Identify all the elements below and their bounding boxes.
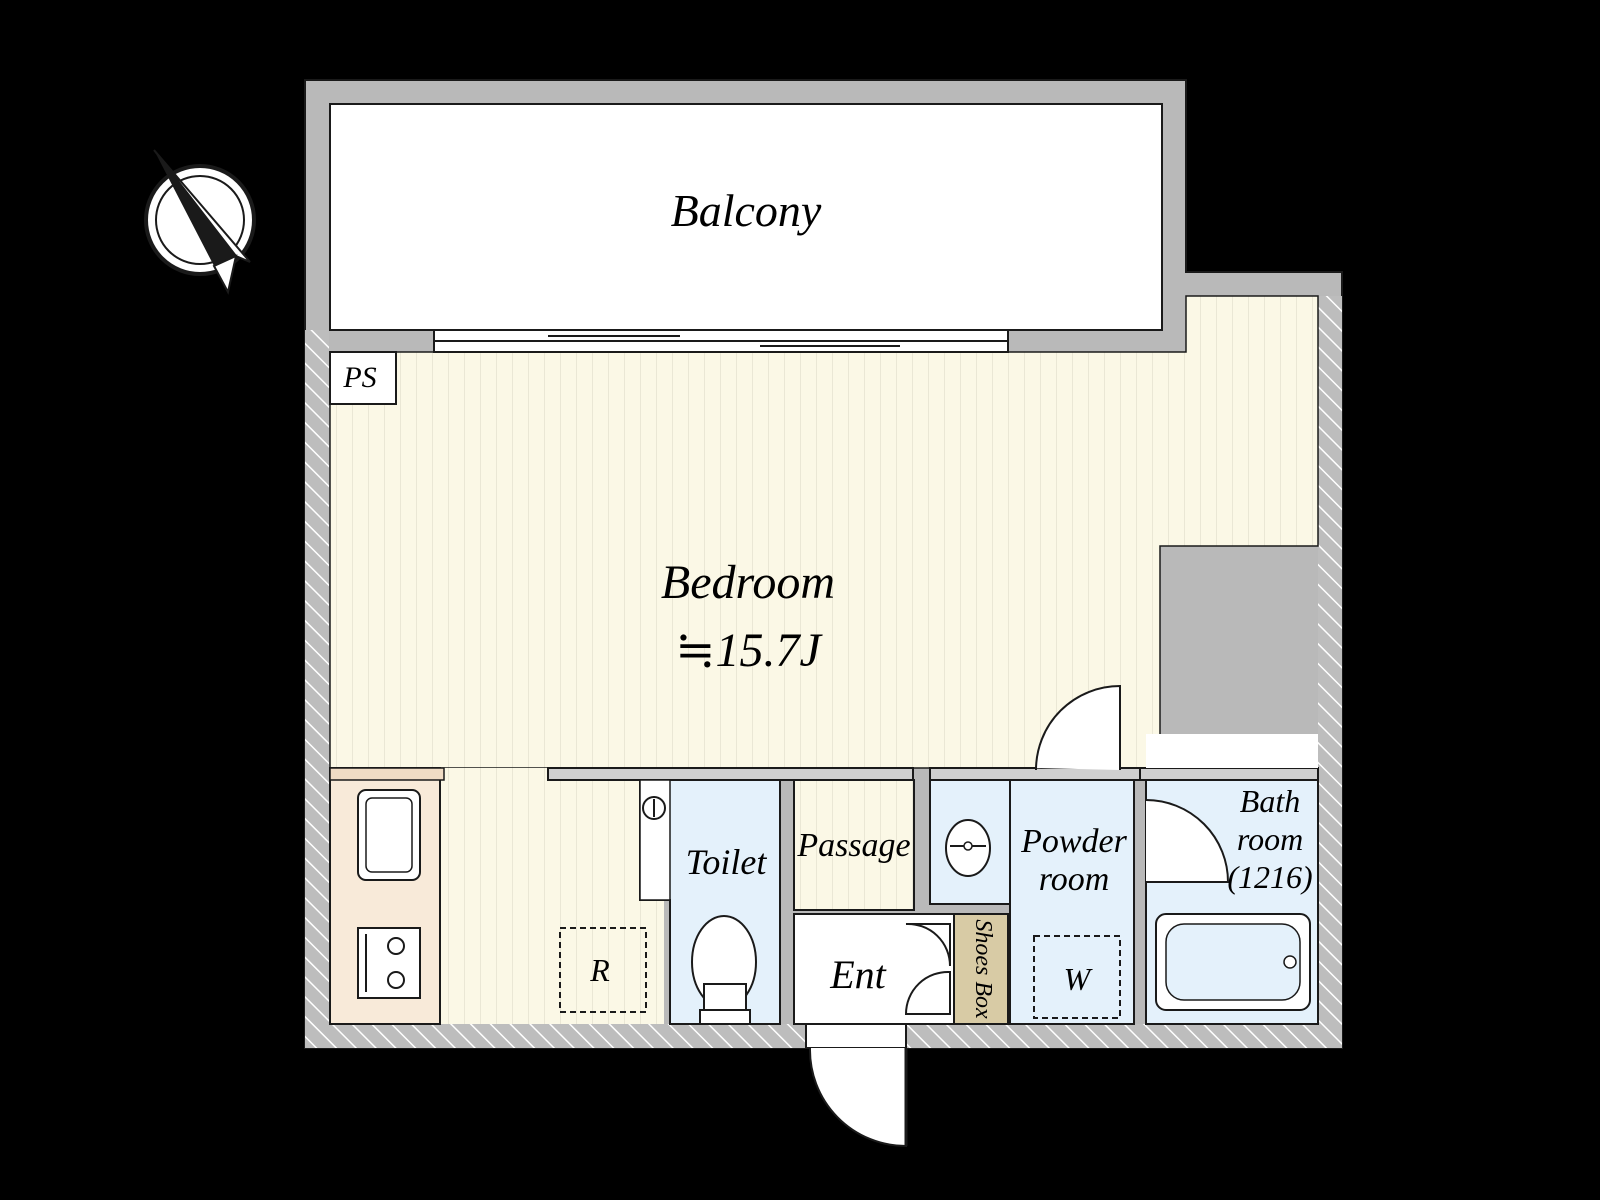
compass: N (117, 112, 256, 295)
north-label: N (117, 112, 156, 152)
washer-space (1033, 935, 1121, 1019)
shoes-box-label: Shoes Box (970, 919, 996, 1019)
bath-label-line2: room (1237, 821, 1303, 857)
entrance-door-icon (805, 1023, 908, 1148)
ps-label: PS (342, 361, 376, 394)
entrance-label: Ent (829, 952, 886, 997)
pipe-space: PS (329, 351, 397, 405)
wash-basin-icon (945, 819, 991, 877)
kitchen-counter (329, 767, 445, 1025)
bedroom-size: ≒15.7J (675, 624, 823, 677)
shoes-box: Shoes Box (953, 913, 1009, 1025)
toilet-room: Toilet (639, 779, 781, 1025)
powder-room-label-line1: Powder (1020, 823, 1128, 860)
interior-partition (547, 767, 1319, 781)
washer-label: W (1064, 961, 1094, 997)
bath-room: Bath room (1216) (1145, 734, 1319, 1025)
north-arrow-icon (153, 149, 251, 295)
powder-room-label-line2: room (1039, 861, 1110, 898)
balcony-area: Balcony (329, 103, 1163, 331)
bedroom-label: Bedroom (661, 556, 835, 609)
stove-icon (357, 927, 421, 999)
sink-icon (357, 789, 421, 881)
powder-room: Powder room W (929, 684, 1135, 1025)
refrigerator-label: R (589, 952, 610, 988)
refrigerator-space: R (559, 927, 647, 1013)
bath-label-line3: (1216) (1227, 859, 1312, 895)
toilet-label: Toilet (686, 842, 768, 882)
balcony-windows (433, 329, 1009, 353)
passage-label: Passage (796, 827, 910, 864)
entrance-area: Ent (793, 913, 955, 1025)
balcony-label: Balcony (671, 185, 822, 236)
toilet-icon (691, 915, 757, 1025)
hand-basin-icon (642, 796, 666, 820)
bath-door-icon (1145, 799, 1230, 883)
passage-area: Passage (793, 779, 915, 911)
bath-label-line1: Bath (1240, 783, 1300, 819)
powder-room-door-icon (1035, 684, 1121, 771)
bathtub-icon (1155, 913, 1311, 1011)
